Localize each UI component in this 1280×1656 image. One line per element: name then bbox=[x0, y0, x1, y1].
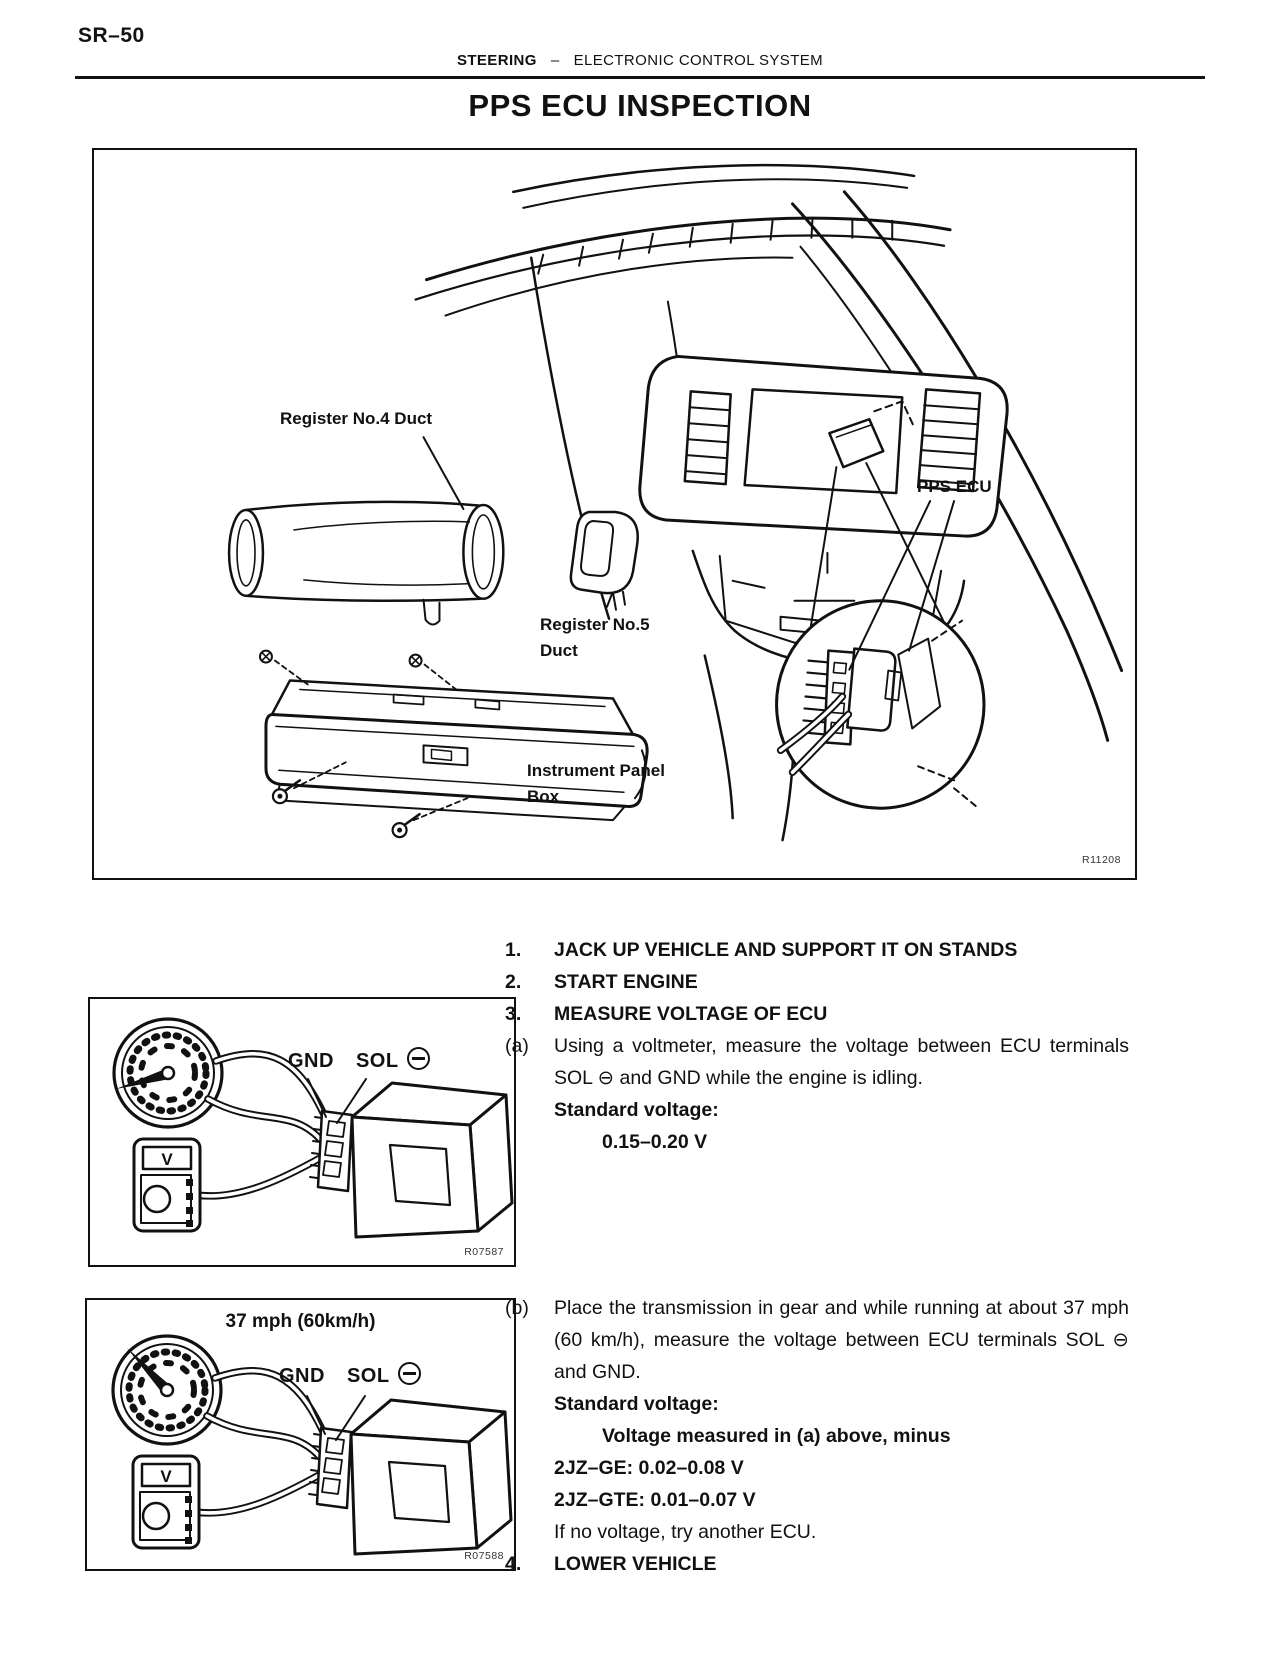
gnd-label: GND bbox=[288, 1050, 334, 1072]
dashboard-illustration bbox=[227, 163, 1124, 842]
page-number: SR–50 bbox=[78, 24, 145, 47]
no-voltage-note: If no voltage, try another ECU. bbox=[554, 1521, 817, 1543]
circled-minus-icon bbox=[397, 1362, 421, 1385]
voltage-2jz-ge: 2JZ–GE: 0.02–0.08 V bbox=[554, 1457, 744, 1479]
figure-id: R07587 bbox=[464, 1246, 504, 1258]
label-pps-ecu: PPS ECU bbox=[917, 477, 992, 496]
breadcrumb-section: STEERING bbox=[456, 52, 537, 69]
ecu-connector bbox=[309, 1109, 354, 1193]
voltage-2jz-gte: 2JZ–GTE: 0.01–0.07 V bbox=[554, 1489, 756, 1511]
standard-voltage-note: Voltage measured in (a) above, minus bbox=[602, 1425, 951, 1447]
standard-voltage-label: Standard voltage: bbox=[554, 1393, 719, 1415]
step-4: 4. LOWER VEHICLE bbox=[505, 1553, 717, 1575]
center-stack bbox=[638, 354, 1009, 538]
voltmeter-unit: V bbox=[161, 1150, 173, 1169]
instrument-panel-box bbox=[258, 649, 649, 839]
step-3a: (a) Using a voltmeter, measure the volta… bbox=[505, 1035, 1129, 1089]
voltmeter-unit: V bbox=[160, 1467, 172, 1486]
label-register4-duct: Register No.4 Duct bbox=[280, 409, 433, 428]
circled-minus-icon bbox=[406, 1047, 430, 1070]
voltmeter: V bbox=[132, 1137, 202, 1233]
main-figure: Register No.4 Duct PPS ECU Register No.5… bbox=[92, 148, 1137, 880]
figure-b: V 37 mph (60km/h) GND SOL R07588 bbox=[85, 1298, 516, 1571]
label-register5-duct: Register No.5 Duct bbox=[540, 615, 650, 660]
sol-label: SOL bbox=[346, 1365, 390, 1387]
step-3: 3. MEASURE VOLTAGE OF ECU bbox=[505, 1003, 828, 1025]
step-2: 2. START ENGINE bbox=[505, 971, 698, 993]
terminal-labels: GND SOL bbox=[279, 1362, 421, 1388]
standard-voltage-label: Standard voltage: bbox=[554, 1099, 719, 1121]
breadcrumb-subsection: ELECTRONIC CONTROL SYSTEM bbox=[573, 52, 824, 69]
label-instrument-panel-box: Instrument Panel Box bbox=[527, 761, 665, 806]
voltmeter: V bbox=[131, 1454, 201, 1550]
speedometer-gauge bbox=[112, 1017, 224, 1129]
page-title: PPS ECU INSPECTION bbox=[468, 88, 812, 123]
step-1: 1. JACK UP VEHICLE AND SUPPORT IT ON STA… bbox=[505, 939, 1018, 961]
voltage-test-illustration-idle: V bbox=[112, 1017, 514, 1239]
figure-a: V GND SOL R07587 bbox=[88, 997, 516, 1267]
step-3b: (b) Place the transmission in gear and w… bbox=[505, 1297, 1129, 1383]
terminal-labels: GND SOL bbox=[288, 1047, 430, 1073]
register5-duct bbox=[569, 510, 639, 611]
breadcrumb: STEERING–ELECTRONIC CONTROL SYSTEM bbox=[0, 52, 1280, 69]
voltage-test-illustration-driving: V bbox=[111, 1334, 513, 1556]
ecu-box bbox=[350, 1081, 514, 1239]
ecu-connector bbox=[308, 1426, 353, 1510]
ecu-box bbox=[349, 1398, 513, 1556]
ecu-detail-circle bbox=[775, 599, 986, 810]
instructions-block-b: (b) Place the transmission in gear and w… bbox=[505, 1292, 1129, 1580]
figure-id: R07588 bbox=[464, 1550, 504, 1562]
instructions-block-a: 1. JACK UP VEHICLE AND SUPPORT IT ON STA… bbox=[505, 934, 1129, 1158]
speed-label: 37 mph (60km/h) bbox=[225, 1311, 376, 1332]
speedometer-gauge bbox=[111, 1334, 223, 1446]
header-rule bbox=[75, 76, 1205, 79]
register4-duct bbox=[227, 500, 505, 626]
standard-voltage-value: 0.15–0.20 V bbox=[602, 1131, 708, 1153]
breadcrumb-separator: – bbox=[550, 52, 560, 69]
sol-label: SOL bbox=[355, 1050, 399, 1072]
figure-id: R11208 bbox=[1081, 854, 1121, 866]
gnd-label: GND bbox=[279, 1365, 325, 1387]
